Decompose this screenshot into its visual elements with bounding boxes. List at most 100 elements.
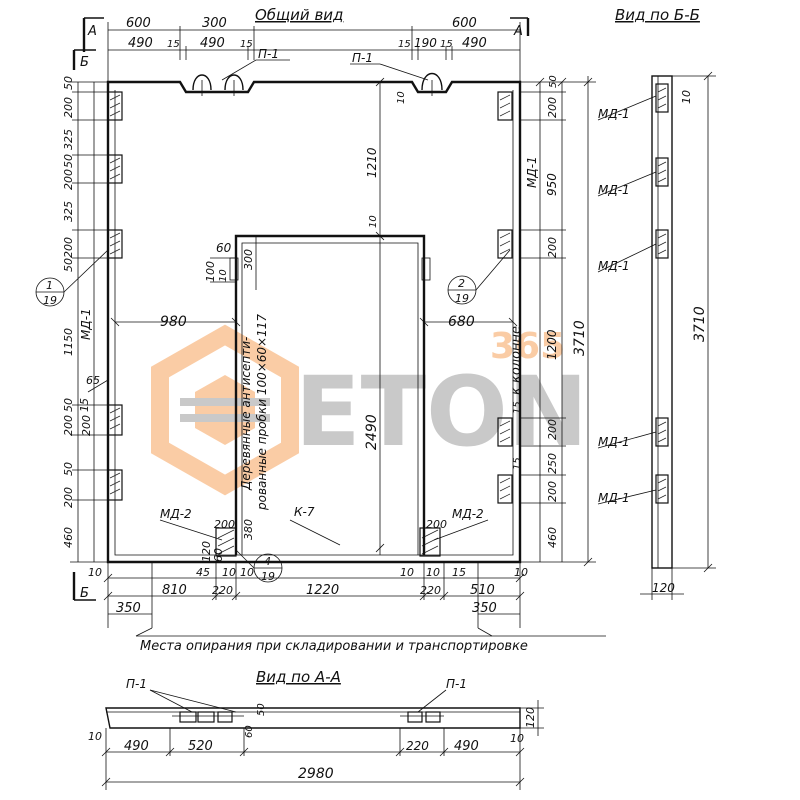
dim-left-50-a: 50 bbox=[62, 76, 75, 90]
label-k7: К-7 bbox=[294, 505, 315, 519]
wood-plug-note: Деревянные антисепти- рованные пробки 10… bbox=[239, 314, 269, 511]
dim-left-65: 65 bbox=[86, 374, 100, 387]
dim-aa-60: 60 bbox=[244, 725, 255, 738]
dim-right-1200: 1200 bbox=[545, 329, 559, 360]
right-dimensions: 50 200 МД-1 950 200 1200 3710 15 200 250… bbox=[512, 75, 596, 567]
dim-bottom-350-left: 350 bbox=[116, 601, 141, 616]
label-p1-top-right: П-1 bbox=[352, 51, 373, 65]
dim-left-200-d: 200 bbox=[62, 415, 75, 436]
label-md1-right: МД-1 bbox=[525, 156, 539, 188]
section-mark-b-top: Б bbox=[80, 55, 89, 70]
title-general-view: Общий вид bbox=[255, 6, 343, 24]
dim-300-int: 300 bbox=[242, 249, 255, 270]
dim-2490: 2490 bbox=[364, 414, 380, 450]
dim-top-15-2: 15 bbox=[240, 39, 253, 50]
label-md1-bb-5: МД-1 bbox=[598, 491, 630, 505]
interior-dimension-text: 1210 10 10 980 680 2490 60 300 100 10 20… bbox=[159, 91, 489, 562]
dim-200-left-low: 200 bbox=[214, 518, 235, 531]
svg-text:19: 19 bbox=[455, 292, 469, 305]
dim-bottom-45: 45 bbox=[196, 566, 210, 579]
dim-left-50-e: 50 bbox=[62, 462, 75, 476]
label-p1-aa-left: П-1 bbox=[126, 677, 147, 691]
dim-120: 120 bbox=[200, 541, 213, 562]
dim-aa-50: 50 bbox=[256, 703, 267, 716]
internal-dimension-lines bbox=[110, 77, 518, 555]
dim-left-1150: 1150 bbox=[62, 328, 75, 356]
dim-aa-490-left: 490 bbox=[124, 739, 149, 754]
section-mark-b-bottom: Б bbox=[80, 586, 89, 601]
dim-aa-120: 120 bbox=[524, 707, 537, 728]
support-note: Места опирания при складировании и транс… bbox=[140, 639, 528, 654]
dim-top-190: 190 bbox=[414, 36, 437, 50]
dim-right-250: 250 bbox=[546, 453, 559, 474]
dim-right-200-c: 200 bbox=[546, 419, 559, 440]
dim-60-b: 60 bbox=[212, 548, 225, 562]
dim-aa-10-right: 10 bbox=[510, 732, 524, 745]
dim-bottom-810: 810 bbox=[162, 583, 187, 598]
dim-bottom-15: 15 bbox=[452, 566, 466, 579]
label-md2-left: МД-2 bbox=[160, 507, 192, 521]
dim-left-200-b: 200 bbox=[62, 169, 75, 190]
door-opening bbox=[229, 234, 431, 555]
dim-aa-520: 520 bbox=[188, 739, 213, 754]
dim-aa-2980: 2980 bbox=[298, 766, 334, 782]
dim-left-50-d: 50 bbox=[62, 398, 75, 412]
dim-right-50: 50 bbox=[548, 75, 559, 88]
dim-left-200-f: 200 bbox=[62, 487, 75, 508]
svg-text:4: 4 bbox=[264, 555, 271, 568]
dim-bottom-10-right: 10 bbox=[514, 566, 528, 579]
lifting-loops-top bbox=[192, 72, 443, 96]
dim-aa-490-right: 490 bbox=[454, 739, 479, 754]
dim-bottom-220-left: 220 bbox=[212, 584, 233, 597]
dim-bottom-10-left: 10 bbox=[88, 566, 102, 579]
callout-1-19: 1 19 bbox=[35, 249, 109, 307]
dim-bottom-10-d: 10 bbox=[426, 566, 440, 579]
dim-bb-120: 120 bbox=[652, 581, 675, 595]
dim-left-200-a: 200 bbox=[62, 97, 75, 118]
title-view-bb: Вид по Б-Б bbox=[615, 6, 700, 24]
dim-left-200-e: 200 bbox=[80, 415, 93, 436]
dim-10-mid: 10 bbox=[368, 215, 379, 228]
section-marks: А А Б Б bbox=[72, 17, 530, 601]
dim-top-490-2: 490 bbox=[200, 36, 225, 51]
section-mark-a-left: А bbox=[87, 24, 97, 39]
dim-top-15-4: 15 bbox=[440, 39, 453, 50]
dim-bottom-350-right: 350 bbox=[472, 601, 497, 616]
dim-10-top: 10 bbox=[396, 91, 407, 104]
dim-left-50-b: 50 bbox=[62, 154, 75, 168]
dim-bottom-10-a: 10 bbox=[222, 566, 236, 579]
dim-right-950: 950 bbox=[545, 173, 559, 196]
wood-note-line-1: Деревянные антисепти- bbox=[239, 337, 253, 491]
view-bb: Вид по Б-Б bbox=[597, 6, 716, 600]
dim-bottom-10-c: 10 bbox=[400, 566, 414, 579]
watermark-number: 365 bbox=[490, 326, 565, 367]
label-md2-right: МД-2 bbox=[452, 507, 484, 521]
label-md1-bb-3: МД-1 bbox=[598, 259, 630, 273]
dim-right-460: 460 bbox=[546, 527, 559, 548]
dim-right-200-a: 200 bbox=[546, 97, 559, 118]
dim-top-600-right: 600 bbox=[452, 16, 477, 31]
view-aa: Вид по А-А bbox=[88, 668, 544, 790]
watermark: ETON 365 bbox=[151, 324, 588, 496]
dim-bb-10: 10 bbox=[680, 90, 693, 104]
dim-980: 980 bbox=[160, 314, 187, 330]
dim-top-15-3: 15 bbox=[398, 39, 411, 50]
dim-60: 60 bbox=[216, 241, 232, 255]
watermark-word: ETON bbox=[295, 356, 588, 468]
dim-aa-10: 10 bbox=[88, 730, 102, 743]
wood-note-line-2: рованные пробки 100×60×117 bbox=[255, 314, 269, 511]
dim-bottom-510: 510 bbox=[470, 583, 495, 598]
dim-top-490-3: 490 bbox=[462, 36, 487, 51]
label-p1-aa-right: П-1 bbox=[446, 677, 467, 691]
dim-100: 100 bbox=[204, 261, 217, 282]
label-p1-top-left: П-1 bbox=[258, 47, 279, 61]
dim-10-int: 10 bbox=[218, 269, 229, 282]
dim-680: 680 bbox=[448, 314, 475, 330]
dim-bottom-1220: 1220 bbox=[306, 583, 339, 598]
dim-380: 380 bbox=[242, 519, 255, 540]
dim-left-325-b: 325 bbox=[62, 201, 75, 222]
svg-text:1: 1 bbox=[46, 279, 53, 292]
label-md1-bb-1: МД-1 bbox=[598, 107, 630, 121]
dim-left-50-c: 50 bbox=[62, 258, 75, 272]
